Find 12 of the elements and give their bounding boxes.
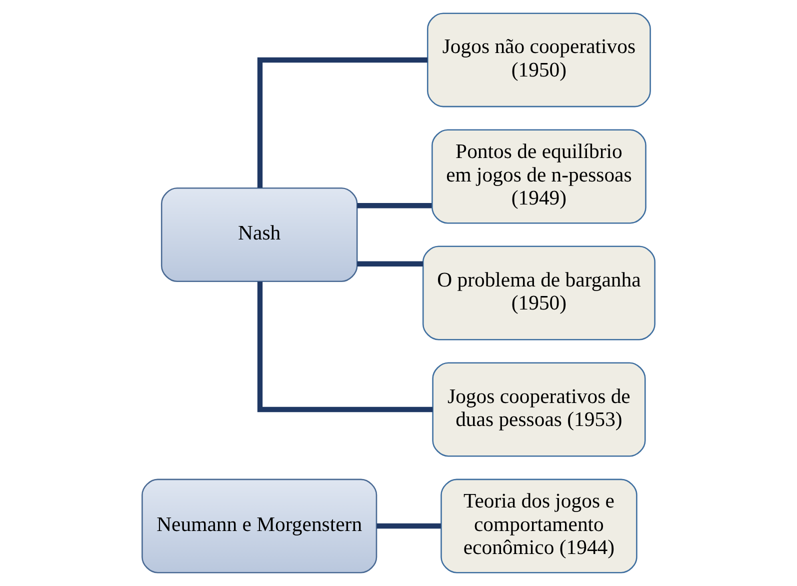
node-box: Nash (160, 188, 358, 282)
connector (257, 282, 433, 412)
node-box: Neumann e Morgenstern (142, 478, 378, 574)
connector (257, 57, 428, 188)
node-box: Jogos não cooperativos (1950) (426, 12, 651, 108)
connector (357, 203, 432, 208)
node-box: Teoria dos jogos e comportamento econômico (1944) (440, 478, 638, 574)
node-box: O problema de barganha (1950) (422, 246, 656, 340)
connector (376, 523, 441, 529)
connector (357, 261, 423, 266)
node-box: Pontos de equilíbrio em jogos de n-pessoas (1949) (432, 129, 646, 224)
node-box: Jogos cooperativos de duas pessoas (1953) (432, 362, 646, 457)
